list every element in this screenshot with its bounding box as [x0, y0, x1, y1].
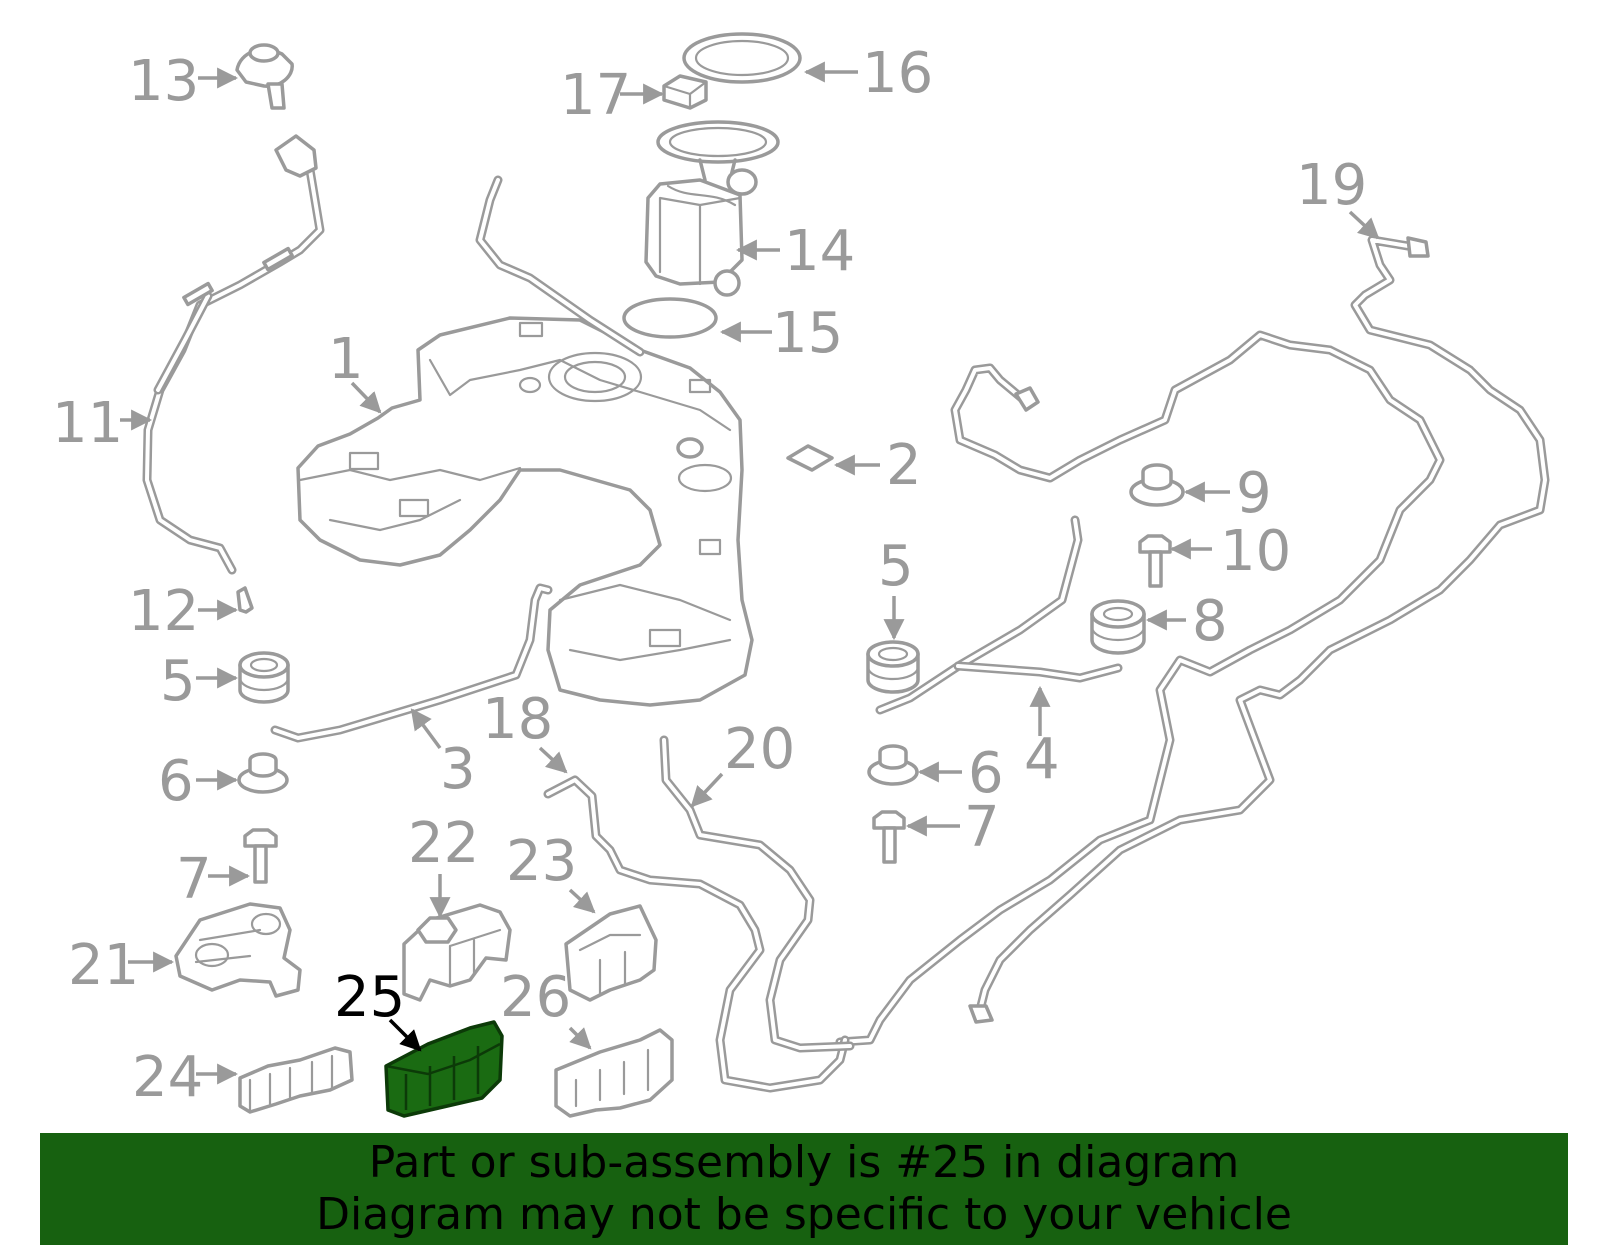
- fuel-line-part-20: [659, 735, 855, 1053]
- callout-4: 4: [1024, 727, 1060, 792]
- fuel-cap-part-13: [235, 43, 294, 110]
- callout-6-right: 6: [968, 741, 1004, 806]
- bolt-part-7-left: [243, 828, 278, 884]
- callout-17: 17: [560, 63, 631, 128]
- callout-20: 20: [724, 717, 795, 782]
- callout-23: 23: [506, 829, 577, 894]
- banner-line-1: Part or sub-assembly is #25 in diagram: [368, 1137, 1240, 1188]
- callout-21: 21: [68, 933, 139, 998]
- fuel-line-return: [835, 330, 1445, 1047]
- banner-line-2: Diagram may not be specific to your vehi…: [316, 1189, 1292, 1240]
- pad-part-2: [786, 444, 834, 472]
- clip-part-23: [564, 904, 658, 1002]
- callout-7-right: 7: [964, 795, 1000, 860]
- callout-6-left: 6: [158, 749, 194, 814]
- callout-16: 16: [862, 41, 933, 106]
- callout-18: 18: [482, 687, 553, 752]
- callout-5-right: 5: [878, 534, 914, 599]
- grommet-part-9: [1129, 463, 1185, 507]
- leader-lines: [120, 61, 1380, 1085]
- callout-13: 13: [128, 49, 199, 114]
- callout-26: 26: [500, 965, 571, 1030]
- callout-2: 2: [886, 433, 922, 498]
- strap-part-3: [270, 175, 645, 743]
- callout-15: 15: [772, 301, 843, 366]
- fuel-line-part-18: [543, 775, 850, 1093]
- callout-9: 9: [1236, 461, 1272, 526]
- callout-24: 24: [132, 1045, 203, 1110]
- callout-14: 14: [784, 219, 855, 284]
- grommet-part-5-left: [238, 651, 290, 704]
- grommet-part-6-right: [867, 744, 919, 786]
- callout-labels: 1 2 3 4 5 5 6 6 7 7 8 9 10 11 12 13 14 1…: [52, 41, 1367, 1110]
- info-banner: Part or sub-assembly is #25 in diagram D…: [40, 1133, 1568, 1245]
- callout-7-left: 7: [176, 847, 212, 912]
- callout-8: 8: [1192, 589, 1228, 654]
- grommet-part-8: [1090, 599, 1146, 655]
- bolt-part-10: [1138, 534, 1172, 588]
- fuel-tank-part-1: [296, 316, 754, 707]
- clip-part-26: [554, 1028, 674, 1118]
- callout-5-left: 5: [160, 649, 196, 714]
- grommet-part-5-right: [866, 640, 920, 694]
- lock-ring-part-16: [682, 32, 802, 84]
- bolt-part-7-right: [872, 810, 906, 864]
- o-ring-part-15: [622, 297, 718, 339]
- filler-neck-part-11: [142, 134, 325, 575]
- hose-part-12: [236, 586, 254, 614]
- bracket-part-21: [174, 902, 302, 998]
- fuel-pump-part-14: [644, 120, 780, 297]
- clip-part-24: [238, 1046, 354, 1114]
- callout-25-highlighted: 25: [334, 965, 405, 1030]
- strap-part-4: [875, 515, 1123, 715]
- callout-1: 1: [328, 327, 364, 392]
- fuel-line-part-19: [968, 235, 1550, 1024]
- clip-part-25-highlighted[interactable]: [384, 1020, 504, 1118]
- clip-part-22: [402, 903, 512, 1002]
- callout-22: 22: [408, 811, 479, 876]
- connector-part-17: [662, 74, 708, 110]
- grommet-part-6-left: [237, 752, 289, 794]
- callout-10: 10: [1220, 519, 1291, 584]
- callout-19: 19: [1296, 153, 1367, 218]
- callout-11: 11: [52, 391, 123, 456]
- callout-12: 12: [128, 579, 199, 644]
- callout-3: 3: [440, 737, 476, 802]
